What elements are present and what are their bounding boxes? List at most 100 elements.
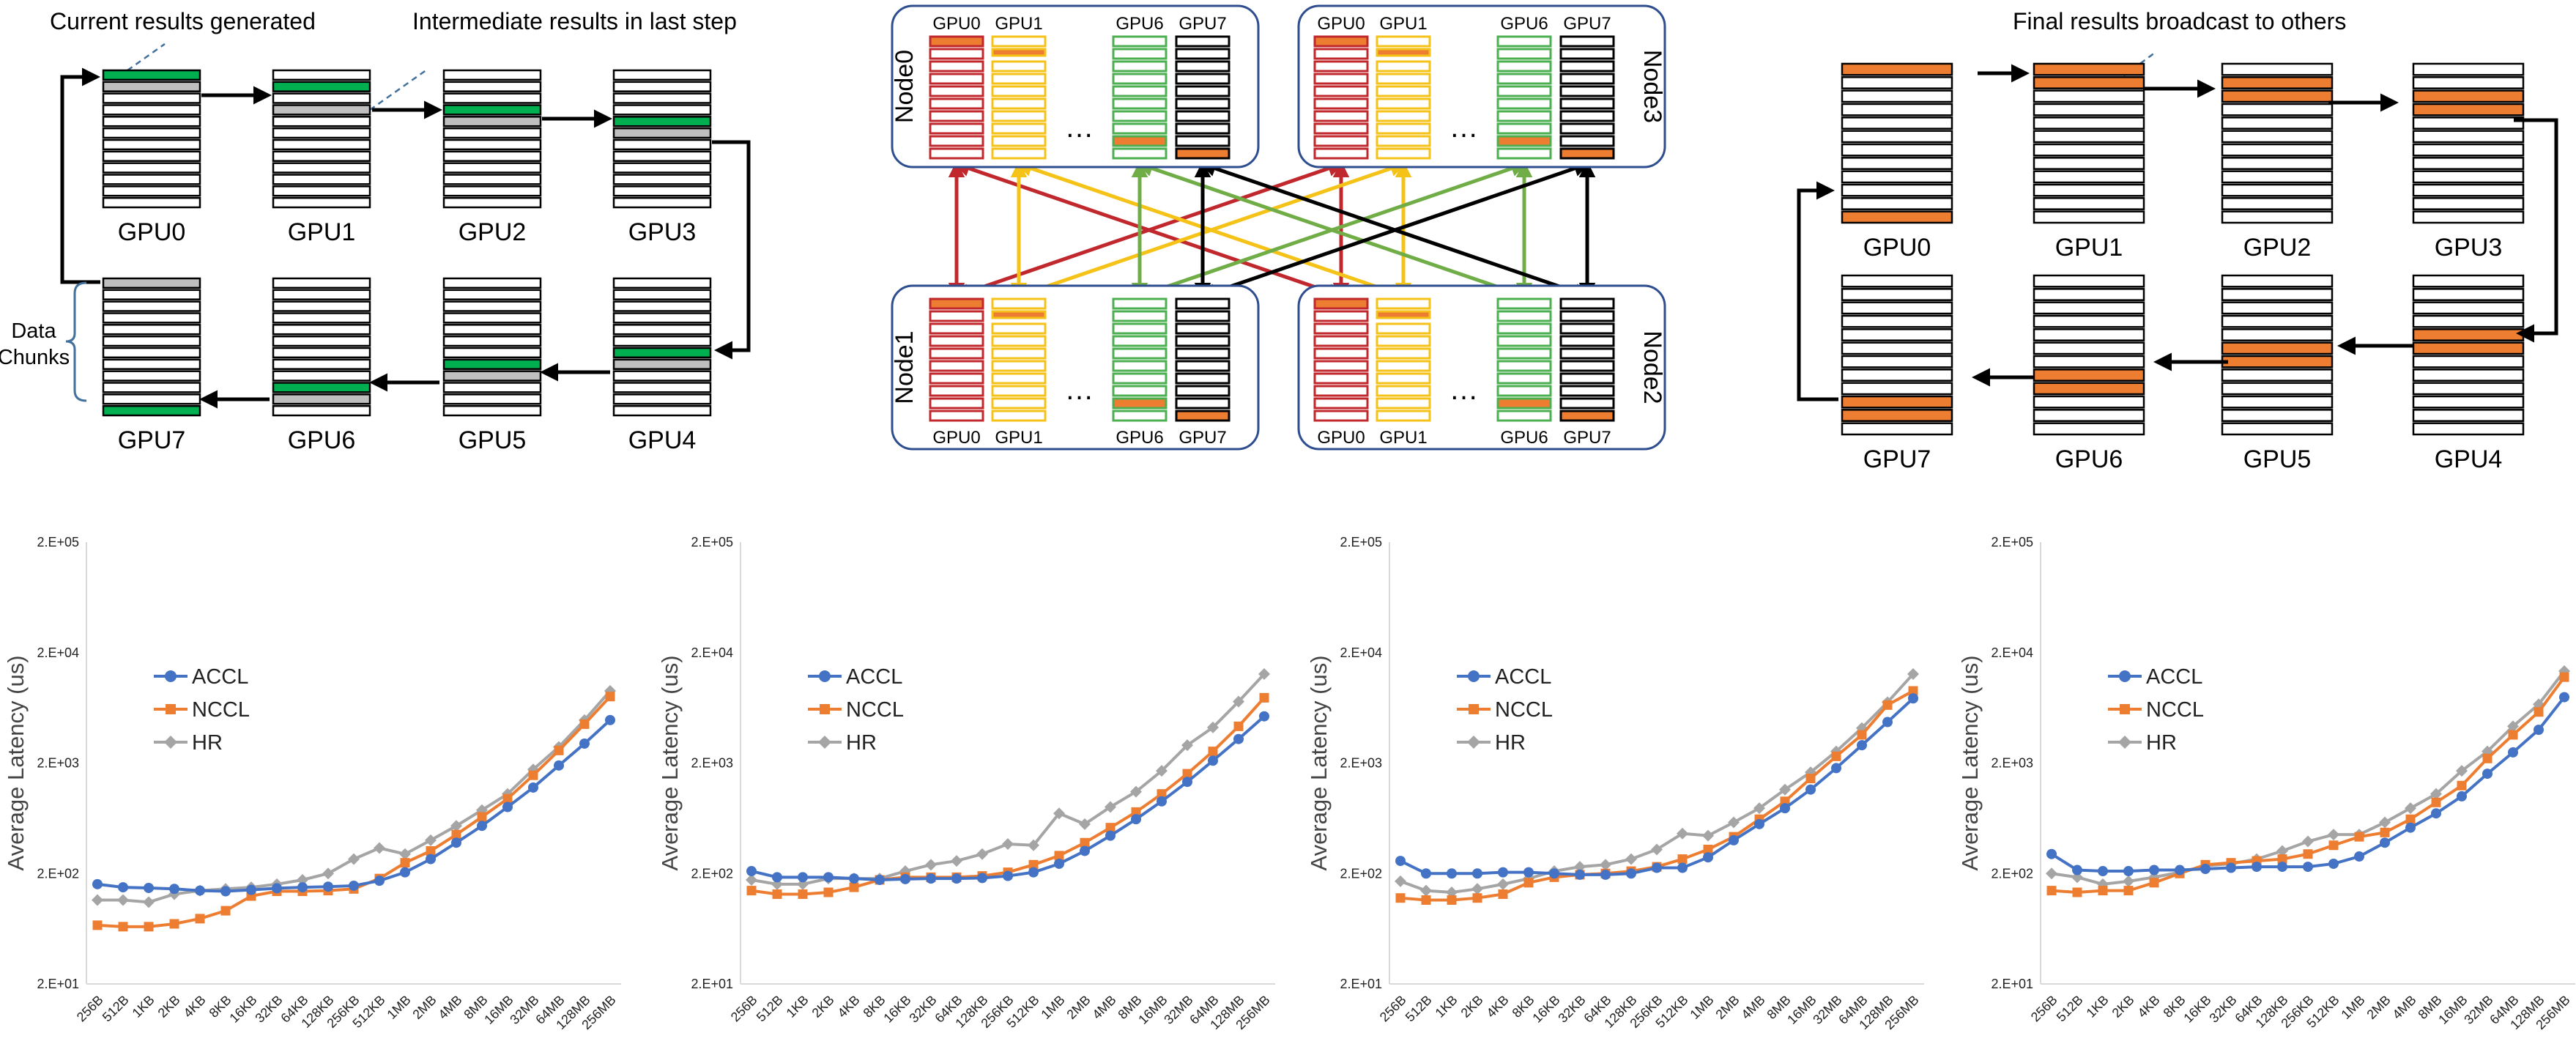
data-chunk [612,116,712,127]
data-point [399,848,411,860]
title-final-results: Final results broadcast to others [2013,8,2346,34]
data-chunk [2412,422,2525,436]
data-point [554,745,564,755]
data-point [1831,751,1841,761]
data-chunk [612,335,712,347]
data-point [823,872,834,883]
data-chunk [442,382,542,393]
data-chunk [2033,170,2145,184]
data-chunk [2033,183,2145,197]
data-point [2303,862,2313,873]
buffer-chunk [1313,147,1369,160]
legend-marker [820,704,830,714]
buffer-chunk [1175,147,1231,160]
data-point [1003,870,1013,881]
data-point [2507,720,2519,733]
x-tick-label: 4KB [835,993,863,1021]
data-point [1207,721,1219,733]
data-chunk [272,92,371,104]
data-chunk [102,312,201,324]
legend-label: ACCL [2146,665,2202,689]
data-chunk [442,174,542,185]
gpu-chunk-stack [2412,62,2525,224]
node-gpu-label: GPU1 [995,14,1042,34]
data-chunk [612,185,712,197]
data-chunk [102,138,201,151]
x-tick-label: 1KB [1433,993,1460,1021]
buffer-chunk [991,372,1047,385]
data-chunk [2033,395,2145,409]
buffer-chunk [1496,385,1552,397]
data-point [195,914,205,924]
x-tick-label: 1KB [784,993,812,1021]
data-point [1028,839,1039,851]
buffer-chunk [1175,335,1231,347]
data-chunk [102,92,201,104]
data-point [1600,859,1611,871]
data-point [1420,884,1432,897]
gpu-buffer-column [1559,35,1615,160]
data-chunk [2033,210,2145,224]
data-chunk [1841,382,1953,396]
data-point [451,837,461,848]
gpu-label: GPU7 [1863,445,1931,473]
buffer-chunk [1175,372,1231,385]
data-point [2482,769,2493,780]
data-point [1182,777,1192,788]
data-point [1182,769,1192,779]
x-tick-label: 1MB [1038,993,1067,1022]
data-point [374,842,385,854]
data-point [1574,861,1586,873]
buffer-chunk [1313,60,1369,73]
x-tick-label: 1KB [130,993,157,1021]
buffer-chunk [929,360,984,372]
data-chunk [2221,157,2334,170]
buffer-chunk [929,97,984,110]
data-chunk [2221,170,2334,184]
data-point [169,884,179,895]
data-point [1157,789,1167,799]
buffer-chunk [1376,60,1431,73]
series-line [751,697,1266,896]
data-chunk [1841,274,1953,288]
data-chunk [442,196,542,209]
data-chunk [2412,341,2525,355]
y-tick-label: 2.E+03 [1991,756,2033,771]
data-chunk [102,358,201,370]
buffer-chunk [929,310,984,322]
buffer-chunk [1496,135,1552,147]
y-tick-label: 2.E+02 [691,866,733,881]
data-chunk [2221,116,2334,130]
x-tick-label: 16MB [1135,993,1170,1027]
buffer-chunk [929,372,984,385]
data-chunks-label-2: Chunks [0,346,70,369]
data-chunk [612,138,712,151]
data-point [2328,829,2339,841]
data-chunk [2033,422,2145,436]
buffer-chunk [1112,335,1168,347]
data-point [143,896,155,908]
data-chunk [102,277,201,289]
data-chunk [2221,89,2334,103]
arrow-gpu7-gpu0 [60,67,100,284]
buffer-chunk [991,335,1047,347]
buffer-chunk [1376,397,1431,410]
data-point [118,882,128,893]
data-chunk [442,335,542,347]
x-tick-label: 512B [100,993,132,1025]
node-gpu-label: GPU1 [1379,14,1427,34]
data-chunk [2412,130,2525,144]
x-tick-label: 16MB [481,993,516,1027]
y-tick-label: 2.E+01 [1991,977,2033,991]
gpu-label: GPU4 [628,426,697,454]
data-point [1105,823,1116,833]
data-point [1181,739,1193,752]
gpu-label: GPU2 [459,218,527,246]
data-chunk [102,347,201,359]
data-chunk [272,289,371,300]
data-point [1233,721,1244,731]
buffer-chunk [1112,347,1168,360]
data-chunk [272,347,371,359]
